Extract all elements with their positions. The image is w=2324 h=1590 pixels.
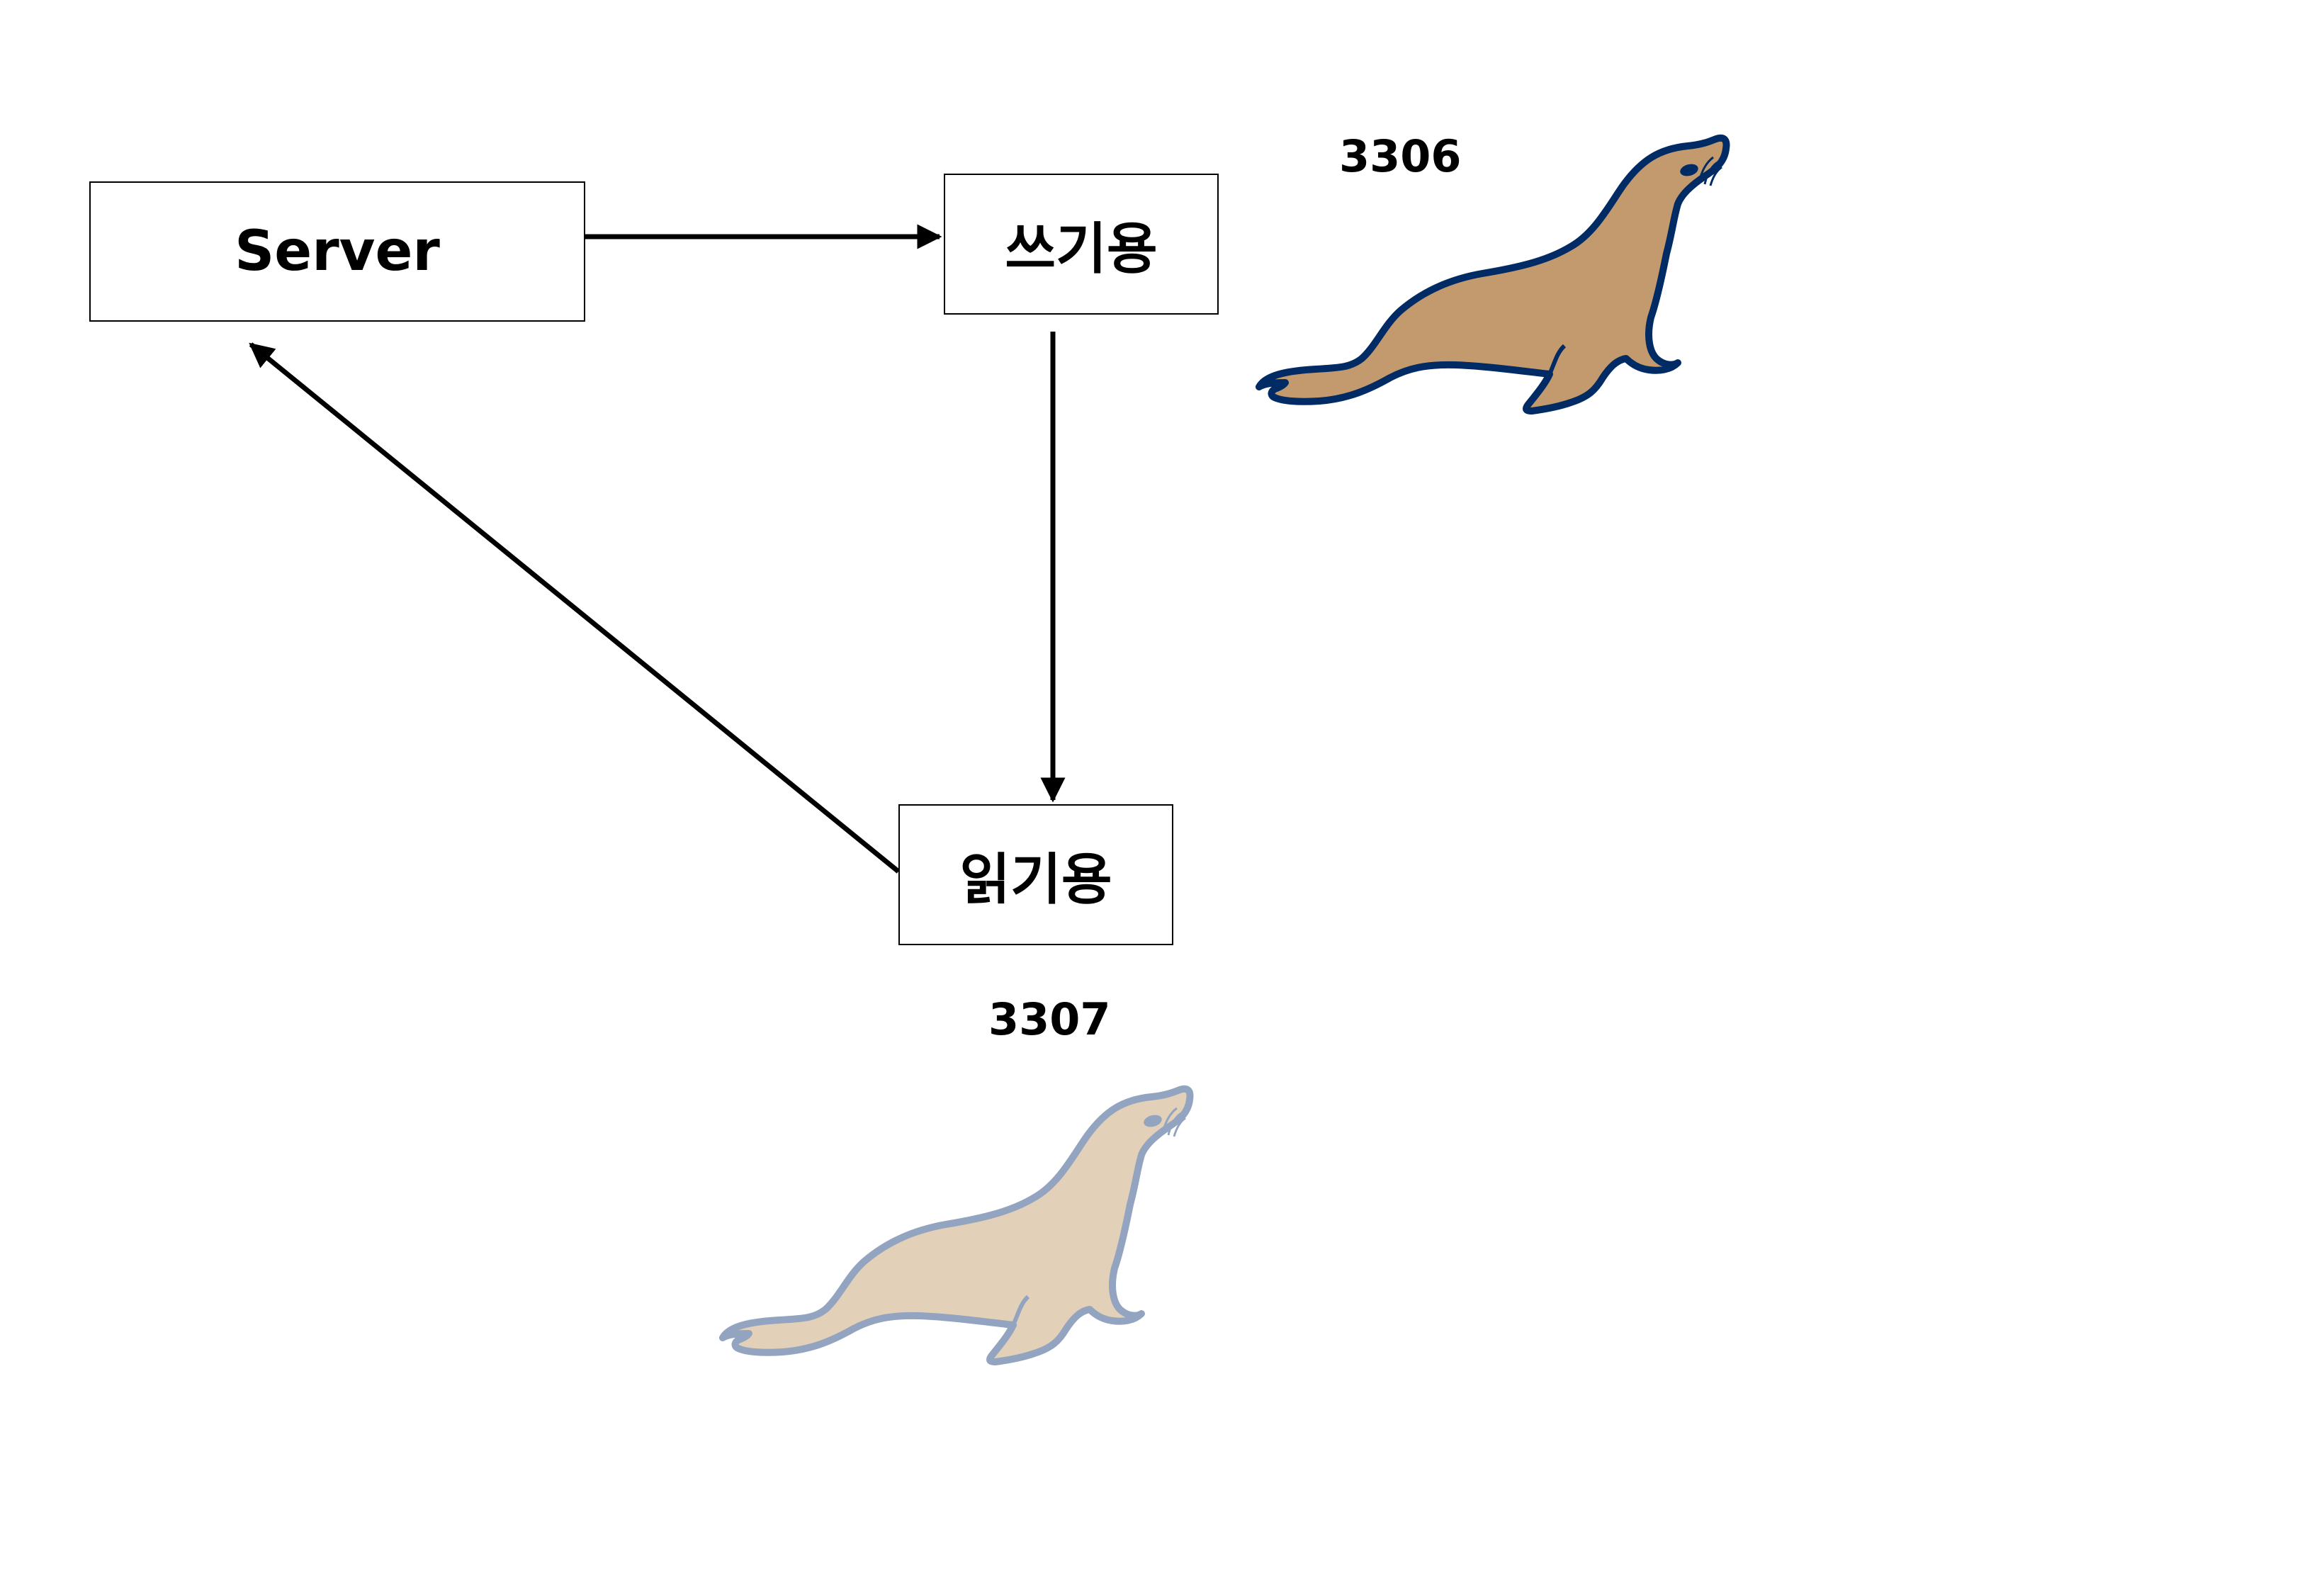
- arrow-read-to-server: [249, 342, 901, 874]
- seal-flipper-line: [1547, 344, 1567, 376]
- server-node: Server: [89, 181, 585, 322]
- mariadb-seal-icon: [1259, 138, 1726, 411]
- seal-eye: [1144, 1115, 1162, 1127]
- seal-eye: [1680, 164, 1698, 176]
- server-node-label: Server: [235, 220, 440, 283]
- seal-whiskers: [1161, 1107, 1186, 1137]
- seal-flipper-line: [1011, 1295, 1030, 1326]
- mariadb-seal-faded-icon: [723, 1089, 1190, 1362]
- read-db-node-label: 읽기용: [959, 847, 1112, 912]
- write-db-node: 쓰기용: [944, 174, 1219, 315]
- replica-port-label: 3307: [988, 993, 1111, 1045]
- write-db-node-label: 쓰기용: [1005, 217, 1158, 281]
- seal-whiskers: [1698, 156, 1722, 186]
- primary-port-label: 3306: [1339, 130, 1462, 182]
- read-db-node: 읽기용: [898, 804, 1173, 945]
- seal-body: [723, 1089, 1190, 1362]
- seal-body: [1259, 138, 1726, 411]
